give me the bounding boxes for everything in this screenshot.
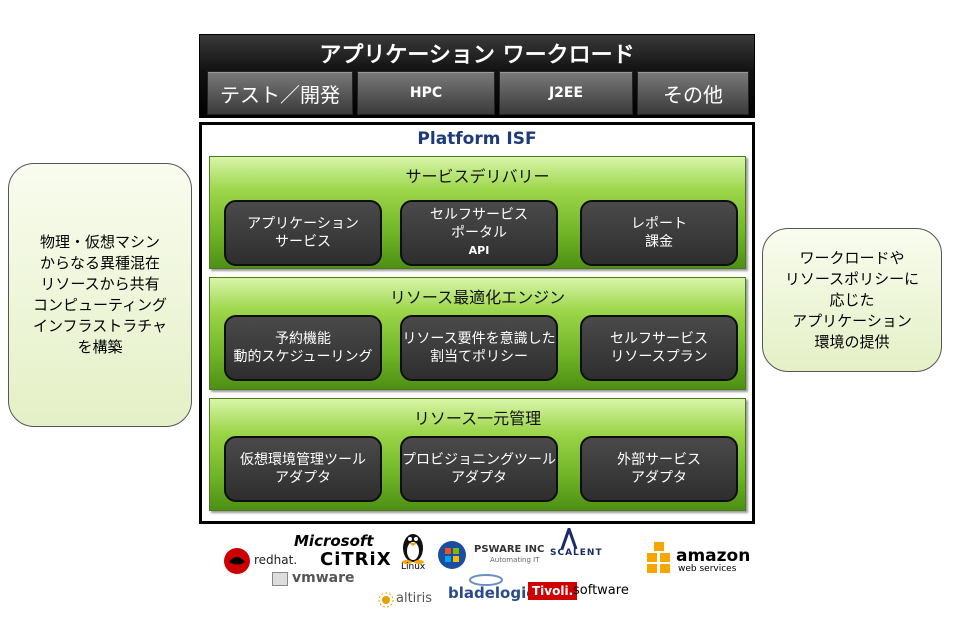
linux-logo: Linux — [401, 562, 426, 572]
cell-reservation-scheduling[interactable]: 予約機能 動的スケジューリング — [224, 315, 382, 381]
cell-line: 課金 — [645, 234, 673, 250]
cell-allocation-policy[interactable]: リソース要件を意識した 割当てポリシー — [400, 315, 558, 381]
vmware-logo: vmware — [292, 570, 355, 586]
windows-logo-icon — [437, 540, 467, 570]
note-line: を構築 — [77, 338, 123, 356]
layer-resource-management: リソース一元管理 仮想環境管理ツール アダプタ プロビジョニングツール アダプタ… — [209, 398, 746, 511]
amazon-logo: amazon — [676, 546, 751, 566]
cell-virtualization-adapter[interactable]: 仮想環境管理ツール アダプタ — [224, 436, 382, 502]
cell-line: セルフサービス — [610, 331, 708, 347]
note-line: ワークロードや — [799, 248, 905, 267]
cell-line: アダプタ — [275, 470, 331, 486]
cell-line: リソース要件を意識した — [402, 331, 556, 347]
note-line: からなる異種混在 — [39, 254, 160, 272]
note-line: 応じた — [829, 290, 875, 309]
note-line: インフラストラチャ — [32, 317, 168, 335]
right-note: ワークロードや リソースポリシーに 応じた アプリケーション 環境の提供 — [762, 228, 942, 372]
workload-tab-j2ee[interactable]: J2EE — [499, 71, 633, 115]
left-note: 物理・仮想マシン からなる異種混在 リソースから共有 コンピューティング インフ… — [8, 163, 192, 427]
layer-service-delivery: サービスデリバリー アプリケーション サービス セルフサービス ポータル API… — [209, 156, 746, 269]
platform-isf-panel: Platform ISF サービスデリバリー アプリケーション サービス セルフ… — [199, 122, 755, 524]
cell-line: アダプタ — [631, 470, 687, 486]
altiris-logo: altiris — [396, 591, 433, 606]
cell-line: レポート — [631, 216, 687, 232]
altiris-sun-icon — [378, 592, 394, 608]
amazon-boxes-icon — [646, 541, 674, 575]
note-line: 環境の提供 — [814, 332, 890, 351]
cell-line: アダプタ — [451, 470, 507, 486]
cell-application-service[interactable]: アプリケーション サービス — [224, 200, 382, 266]
workload-tab-test-dev[interactable]: テスト／開発 — [207, 71, 353, 115]
workload-tab-hpc[interactable]: HPC — [357, 71, 495, 115]
cell-line: 割当てポリシー — [430, 349, 528, 365]
cell-line: 予約機能 — [275, 331, 331, 347]
layer-resource-optimization: リソース最適化エンジン 予約機能 動的スケジューリング リソース要件を意識した … — [209, 277, 746, 390]
cell-line: 仮想環境管理ツール — [240, 452, 366, 468]
cell-line: プロビジョニングツール — [402, 452, 556, 468]
tivoli-software-text: software — [573, 583, 629, 598]
cell-line: アプリケーション — [247, 216, 359, 232]
workload-panel: アプリケーション ワークロード テスト／開発 HPC J2EE その他 — [199, 34, 755, 118]
cell-line: ポータル — [451, 225, 507, 241]
scalent-logo: SCALENT — [550, 548, 603, 558]
layer-title: リソース一元管理 — [413, 409, 542, 428]
workload-title: アプリケーション ワークロード — [319, 43, 635, 68]
redhat-logo-icon — [222, 546, 252, 576]
cell-line: サービス — [275, 234, 331, 250]
note-line: リソースから共有 — [40, 275, 160, 293]
psware-tagline: Automating IT — [490, 556, 540, 564]
amazon-tagline: web services — [678, 564, 737, 574]
platform-title: Platform ISF — [417, 129, 537, 149]
workload-tab-other[interactable]: その他 — [637, 71, 749, 115]
layer-title: サービスデリバリー — [405, 167, 550, 186]
psware-logo: PSWARE INC — [474, 544, 545, 555]
cell-line: リソースプラン — [610, 349, 708, 365]
tux-penguin-icon — [400, 530, 426, 564]
tivoli-logo: Tivoli. — [528, 582, 578, 600]
cell-provisioning-adapter[interactable]: プロビジョニングツール アダプタ — [400, 436, 558, 502]
cell-line: 外部サービス — [617, 452, 701, 468]
bladelogic-swoosh-icon — [468, 572, 504, 588]
scalent-mark-icon — [560, 524, 578, 550]
microsoft-logo: Microsoft — [294, 532, 374, 550]
note-line: 物理・仮想マシン — [39, 233, 160, 251]
redhat-logo: redhat. — [254, 553, 298, 567]
note-line: リソースポリシーに — [784, 269, 920, 288]
bladelogic-logo: bladelogic — [448, 584, 536, 602]
cell-line: 動的スケジューリング — [233, 349, 373, 365]
cell-self-service-portal[interactable]: セルフサービス ポータル API — [400, 200, 558, 266]
vmware-icon — [272, 572, 288, 586]
note-line: コンピューティング — [32, 296, 168, 314]
layer-title: リソース最適化エンジン — [389, 288, 566, 307]
cell-external-service-adapter[interactable]: 外部サービス アダプタ — [580, 436, 738, 502]
cell-sub-label: API — [468, 244, 490, 257]
cell-line: セルフサービス — [430, 207, 528, 223]
citrix-logo: CiTRiX — [320, 549, 392, 570]
cell-self-service-resource-plan[interactable]: セルフサービス リソースプラン — [580, 315, 738, 381]
cell-report-billing[interactable]: レポート 課金 — [580, 200, 738, 266]
note-line: アプリケーション — [792, 311, 912, 330]
